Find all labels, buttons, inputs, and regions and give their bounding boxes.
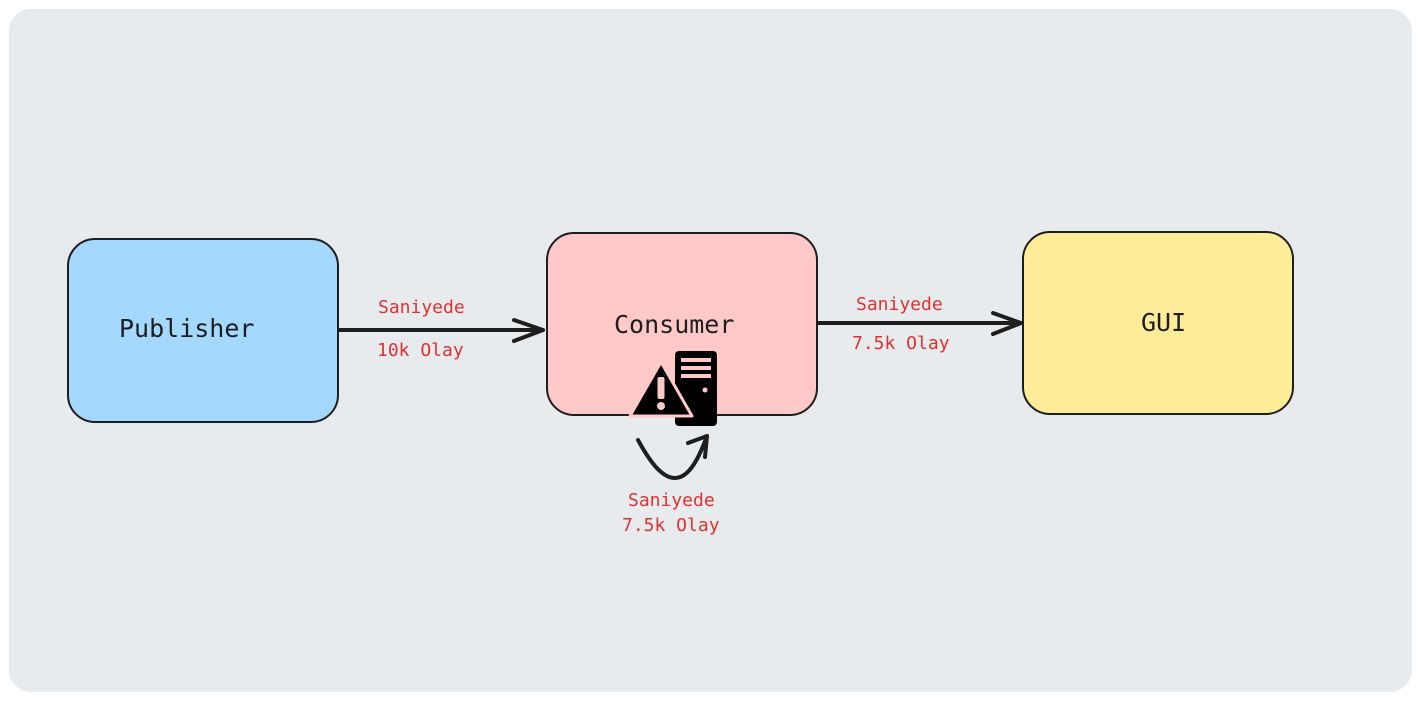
edge-label-self-line2: 7.5k Olay [622,515,720,536]
edge-label-self-line1: Saniyede [628,490,715,511]
edge-label-gui-line2: 7.5k Olay [852,333,950,354]
edge-label-gui-line1: Saniyede [856,294,943,315]
edge-label-publisher-line2: 10k Olay [377,340,464,361]
consumer-label: Consumer [614,310,735,339]
publisher-label: Publisher [119,314,255,343]
arrow-consumer-to-gui[interactable] [816,311,1023,336]
publisher-node[interactable]: Publisher [67,238,339,423]
server-warning-icon [628,351,717,426]
gui-label: GUI [1141,308,1187,337]
arrow-consumer-self[interactable] [636,434,709,481]
edge-label-publisher-line1: Saniyede [378,297,465,318]
arrow-publisher-to-consumer[interactable] [337,318,545,343]
